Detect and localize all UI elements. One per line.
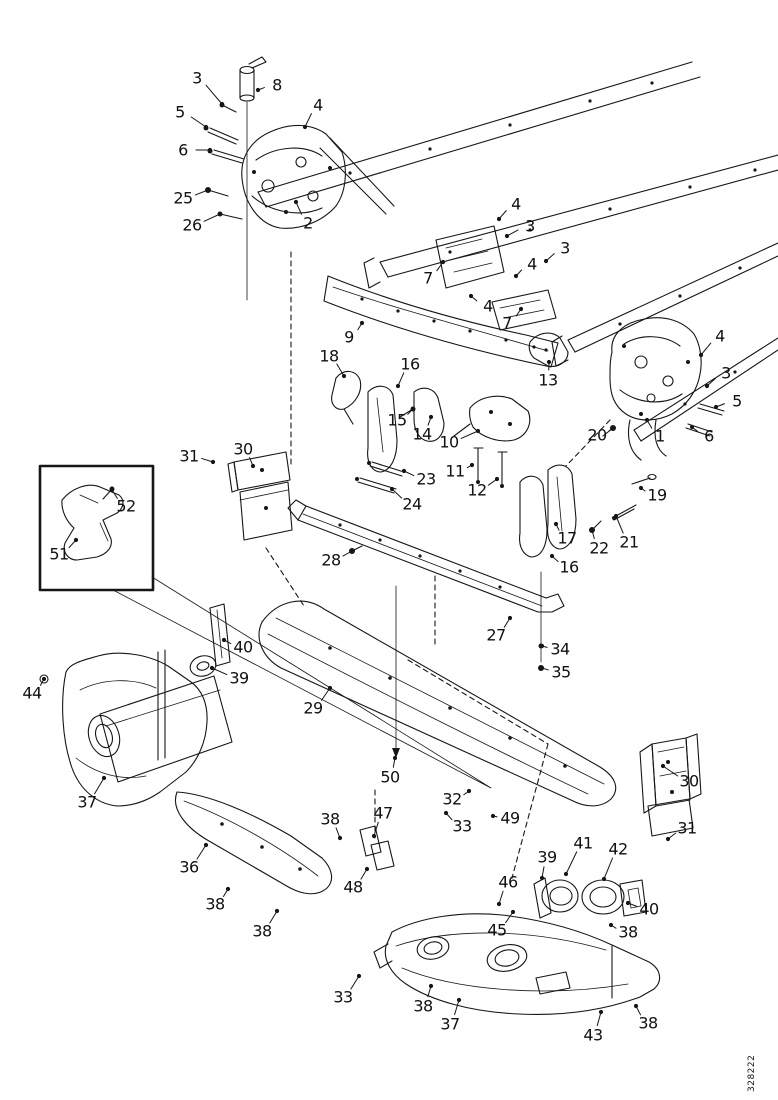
fog-bezels-artwork — [533, 877, 647, 919]
callout-35: 35 — [551, 662, 571, 682]
callout-47: 47 — [373, 803, 393, 823]
fasteners-top-left-artwork — [203, 102, 245, 220]
bracket-30-right-artwork — [639, 733, 702, 837]
callout-19: 19 — [647, 485, 667, 505]
callout-22: 22 — [589, 538, 609, 558]
callout-25: 25 — [173, 188, 193, 208]
callout-44: 44 — [22, 683, 42, 703]
callout-8: 8 — [272, 75, 282, 95]
callout-4: 4 — [511, 194, 521, 214]
bracket-30-left-artwork — [227, 451, 293, 541]
callout-38: 38 — [618, 922, 638, 942]
callout-45: 45 — [487, 920, 507, 940]
callout-18: 18 — [319, 346, 339, 366]
callout-52: 52 — [116, 496, 136, 516]
callout-5: 5 — [175, 102, 185, 122]
callout-10: 10 — [439, 432, 459, 452]
callout-16: 16 — [400, 354, 420, 374]
callout-3: 3 — [192, 68, 202, 88]
crossmember-9-artwork — [323, 275, 559, 368]
callout-20: 20 — [587, 425, 607, 445]
callout-33: 33 — [452, 816, 472, 836]
strip-36-artwork — [175, 791, 333, 895]
callout-7: 7 — [423, 268, 433, 288]
callout-38: 38 — [413, 996, 433, 1016]
callout-30: 30 — [679, 771, 699, 791]
callout-16: 16 — [559, 557, 579, 577]
callout-4: 4 — [313, 95, 323, 115]
callout-13: 13 — [538, 370, 558, 390]
callout-42: 42 — [608, 839, 628, 859]
callout-28: 28 — [321, 550, 341, 570]
bracket-10-bolts-artwork — [453, 395, 531, 488]
callout-7: 7 — [502, 313, 512, 333]
dashed-assembly-lines-artwork — [265, 251, 611, 879]
callout-21: 21 — [619, 532, 639, 552]
callout-23: 23 — [416, 469, 436, 489]
callout-1: 1 — [655, 426, 665, 446]
callout-39: 39 — [537, 847, 557, 867]
callout-33: 33 — [333, 987, 353, 1007]
callout-24: 24 — [402, 494, 422, 514]
callout-9: 9 — [344, 327, 354, 347]
callout-27: 27 — [486, 625, 506, 645]
right-mount-bracket-1-artwork — [589, 317, 725, 533]
callout-3: 3 — [525, 216, 535, 236]
callout-30: 30 — [233, 439, 253, 459]
valance-37-artwork — [373, 913, 661, 1015]
sill-27-artwork — [287, 499, 565, 613]
callout-14: 14 — [412, 424, 432, 444]
callout-37: 37 — [440, 1014, 460, 1034]
brackets-47-48-artwork — [359, 825, 395, 871]
callout-38: 38 — [252, 921, 272, 941]
callout-51: 51 — [49, 544, 69, 564]
callout-50: 50 — [380, 767, 400, 787]
end-cap-37-artwork — [39, 603, 233, 807]
callout-38: 38 — [205, 894, 225, 914]
callout-11: 11 — [445, 461, 465, 481]
frame-rails-artwork — [257, 61, 778, 442]
pin-8-artwork — [239, 56, 267, 301]
callout-4: 4 — [527, 254, 537, 274]
callout-38: 38 — [320, 809, 340, 829]
support-plates-7-artwork — [435, 225, 557, 331]
callout-3: 3 — [560, 238, 570, 258]
callout-39: 39 — [229, 668, 249, 688]
callout-40: 40 — [639, 899, 659, 919]
callout-26: 26 — [182, 215, 202, 235]
callout-4: 4 — [483, 296, 493, 316]
callout-38: 38 — [638, 1013, 658, 1033]
callout-5: 5 — [732, 391, 742, 411]
callout-6: 6 — [704, 426, 714, 446]
callout-31: 31 — [677, 818, 697, 838]
callout-43: 43 — [583, 1025, 603, 1045]
callout-17: 17 — [557, 528, 577, 548]
assembly-axes-artwork — [392, 571, 544, 758]
callout-4: 4 — [715, 326, 725, 346]
callout-40: 40 — [233, 637, 253, 657]
callout-12: 12 — [467, 480, 487, 500]
callout-29: 29 — [303, 698, 323, 718]
callout-49: 49 — [500, 808, 520, 828]
bracket-13-artwork — [528, 332, 569, 367]
figure-number: 328222 — [747, 1054, 757, 1092]
callout-31: 31 — [179, 446, 199, 466]
callout-2: 2 — [303, 213, 313, 233]
callout-15: 15 — [387, 410, 407, 430]
callout-41: 41 — [573, 833, 593, 853]
callout-32: 32 — [442, 789, 462, 809]
left-mount-bracket-artwork — [241, 124, 395, 229]
callout-37: 37 — [77, 792, 97, 812]
inset-detail-box-artwork — [38, 464, 492, 789]
callout-6: 6 — [178, 140, 188, 160]
callout-36: 36 — [179, 857, 199, 877]
callout-34: 34 — [550, 639, 570, 659]
bumper-beam-29-artwork — [258, 600, 617, 807]
callout-46: 46 — [498, 872, 518, 892]
callout-3: 3 — [721, 363, 731, 383]
callout-48: 48 — [343, 877, 363, 897]
callout-leader-lines — [39, 84, 726, 1027]
